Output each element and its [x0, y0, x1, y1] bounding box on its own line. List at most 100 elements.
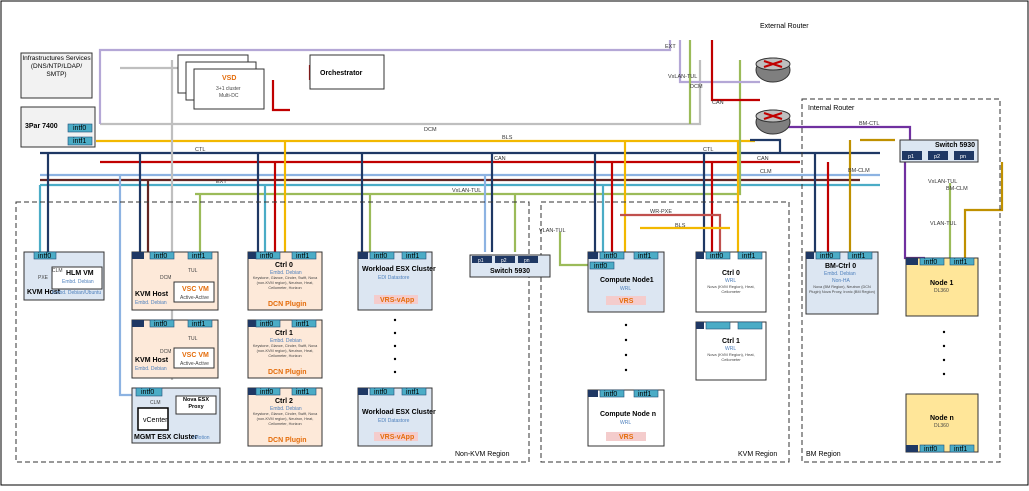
- kctrl0-group: intf0 intf1 Ctrl 0 WRL Nova (KVM Region)…: [695, 251, 767, 313]
- storage-intf1: [67, 136, 93, 146]
- wire-wr-pxe: [620, 213, 722, 252]
- region-kvm-label: KVM Region: [738, 451, 777, 458]
- vsc1-tul: TUL: [188, 268, 198, 274]
- switch-a-pn: [518, 256, 538, 263]
- bmctrl0-intf0: [815, 251, 841, 260]
- infra-services-fo: Infrastructures Services (DNS/NTP/LDAP/ …: [22, 55, 90, 78]
- bmctrl0-box: [805, 251, 879, 315]
- wire-vlan-tul: [195, 60, 742, 196]
- drop-node-clm: [963, 162, 1004, 258]
- cnn-group: intf0 intf1 Compute Node n WRL VRS: [587, 389, 665, 447]
- noden-marker: [906, 445, 918, 452]
- kvm-host3-intf1: [187, 319, 213, 328]
- region-bm-label: BM Region: [806, 451, 841, 458]
- wire-label-bls: BLS: [502, 135, 513, 141]
- wire-label-dcm: DCM: [424, 127, 437, 133]
- kvm-host2-marker: [132, 252, 144, 259]
- kctrl0-desc-fo: Nova (KVM Region), Heat, Ceilometer: [707, 284, 755, 294]
- wire-label-can-r: CAN: [757, 156, 769, 162]
- cn1-vrs: VRS: [619, 298, 634, 305]
- ctrl1-box: [247, 319, 323, 379]
- nova-esx-proxy-box: [175, 395, 217, 415]
- ctrl0-desc: Keystone, Glance, Cinder, Swift, Nova (n…: [252, 276, 318, 290]
- wire-label-bm-clm2: BM-CLM: [946, 186, 968, 192]
- kvm-host1-intf0-label: intf0: [38, 253, 51, 260]
- switch-a-pn-label: pn: [524, 258, 530, 264]
- wesx2-vrs: VRS-vApp: [380, 434, 414, 441]
- dot: [942, 358, 946, 362]
- bmctrl0-sub2: Non-HA: [832, 278, 850, 284]
- kctrl1-desc: Nova (KVM Region), Heat, Ceilometer: [707, 352, 755, 362]
- wire-label-vlan-tul-bm: VxLAN-TUL: [928, 179, 957, 185]
- ctrl2-intf1-label: intf1: [296, 389, 309, 396]
- kctrl1-title: Ctrl 1: [722, 338, 740, 345]
- kctrl0-intf0-label: intf0: [710, 253, 723, 260]
- ctrl0-intf1-label: intf1: [296, 253, 309, 260]
- wire-label-dcm-top: DCM: [690, 84, 703, 90]
- switch-a-p1-label: p1: [478, 258, 484, 264]
- wire-label-ctl: CTL: [195, 147, 205, 153]
- wesx2-title: Workload ESX Cluster: [362, 409, 436, 416]
- bmctrl0-desc-fo: Nova (BM Region), Neutron (DCN Plugin) N…: [809, 285, 875, 294]
- orchestrator-box: [309, 54, 385, 90]
- ctrl2-sub: Embd. Debian: [270, 406, 302, 412]
- cn1-intf1: [633, 251, 659, 260]
- vsc-vm2-title: VSC VM: [182, 352, 209, 359]
- region-nonkvm: [15, 201, 530, 463]
- wesx2-intf1: [401, 387, 427, 396]
- kvm-host2-intf0: [149, 251, 175, 260]
- wire-label-can-top: CAN: [712, 100, 724, 106]
- mgmt-clm: CLM: [150, 400, 161, 406]
- node1-intf0-label: intf0: [924, 259, 937, 266]
- noden-intf0: [919, 444, 945, 453]
- kctrl1-group: Ctrl 1 WRL Nova (KVM Region), Heat, Ceil…: [695, 321, 767, 381]
- dot: [393, 370, 397, 374]
- noden-intf1: [949, 444, 975, 453]
- wesx2-marker: [358, 388, 368, 395]
- vsc2-tul: TUL: [188, 336, 198, 342]
- cnn-intf1-label: intf1: [638, 391, 651, 398]
- ctrl1-intf0-label: intf0: [260, 321, 273, 328]
- bmctrl0-marker: [806, 252, 814, 259]
- noden-group: Node n DL360 intf0 intf1: [905, 393, 979, 453]
- cn-ellipsis: [624, 323, 628, 372]
- ctrl2-marker: [248, 388, 256, 395]
- wire-label-ctl-r: CTL: [703, 147, 713, 153]
- dot: [624, 353, 628, 357]
- storage-intf0: [67, 123, 93, 133]
- kctrl0-intf0: [705, 251, 731, 260]
- kvm-host1-title: KVM Host: [27, 289, 61, 296]
- wire-label-can: CAN: [494, 156, 506, 162]
- switch-b-pn-label: pn: [960, 154, 966, 160]
- cn1-title: Compute Node1: [600, 277, 654, 284]
- kctrl1-marker: [696, 322, 704, 329]
- kctrl0-desc: Nova (KVM Region), Heat, Ceilometer: [707, 284, 755, 294]
- ctrl0-desc-fo: Keystone, Glance, Cinder, Swift, Nova (n…: [252, 276, 318, 290]
- wire-label-ext-top: EXT: [665, 44, 676, 50]
- wesx2-vrs-bg: [374, 432, 418, 441]
- dot: [393, 357, 397, 361]
- hlm-pxe-label: PXE: [38, 275, 49, 281]
- kvm-host3-intf1-label: intf1: [192, 321, 205, 328]
- vsc-vm2-box: [173, 347, 215, 369]
- ctrl2-plugin: DCN Plugin: [268, 437, 307, 444]
- orchestrator-label: Orchestrator: [320, 70, 363, 77]
- cn1-intf1-label: intf1: [638, 253, 651, 260]
- ctrl2-box: [247, 387, 323, 447]
- mgmt-title: MGMT ESX Cluster: [134, 434, 198, 441]
- dot: [942, 372, 946, 376]
- cnn-intf1: [633, 389, 659, 398]
- cnn-marker: [588, 390, 598, 397]
- vsd-label: VSD: [222, 75, 236, 82]
- wesx1-marker: [358, 252, 368, 259]
- dot: [624, 338, 628, 342]
- wire-ext-top: [178, 40, 672, 52]
- kvm-host1-intf0: [33, 251, 57, 260]
- ctrl2-desc-fo: Keystone, Glance, Cinder, Swift, Nova (n…: [253, 412, 317, 426]
- switch-a-label: Switch 5930: [490, 268, 530, 275]
- external-router-label: External Router: [760, 23, 809, 30]
- internal-router-label: Internal Router: [808, 105, 855, 112]
- dot: [624, 323, 628, 327]
- wesx1-vrs: VRS-vApp: [380, 297, 414, 304]
